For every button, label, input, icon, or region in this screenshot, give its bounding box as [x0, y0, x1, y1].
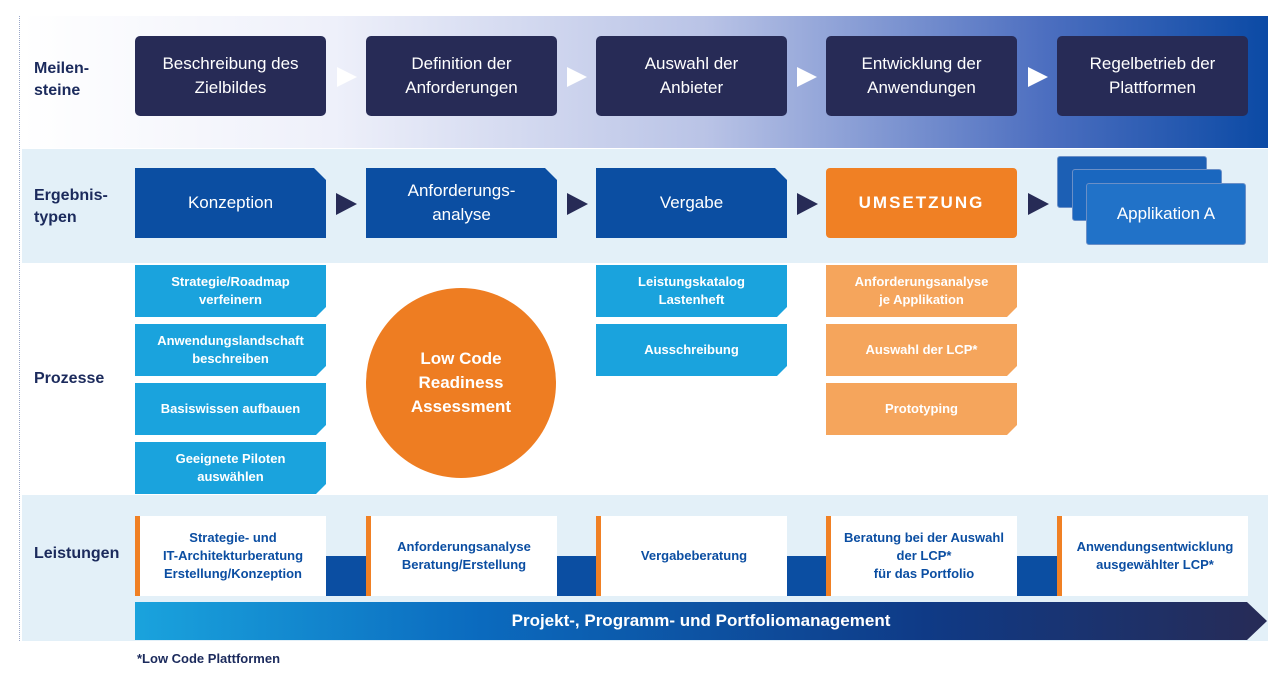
arrow-right-icon — [567, 67, 587, 87]
milestone-box: Regelbetrieb der Plattformen — [1057, 36, 1248, 116]
service-connector — [326, 556, 366, 596]
milestone-box: Entwicklung der Anwendungen — [826, 36, 1017, 116]
result-type-box: Vergabe — [596, 168, 787, 238]
row-label-processes: Prozesse — [34, 370, 105, 387]
application-card-front: Applikation A — [1086, 183, 1246, 245]
row-label-services: Leistungen — [34, 545, 120, 562]
arrow-right-icon — [797, 193, 818, 215]
result-type-box: Anforderungs- analyse — [366, 168, 557, 238]
process-box: Anwendungslandschaft beschreiben — [135, 324, 326, 376]
milestone-box: Beschreibung des Zielbildes — [135, 36, 326, 116]
service-box: Strategie- und IT-Architekturberatung Er… — [135, 516, 326, 596]
left-dotted-line — [19, 16, 20, 641]
process-box-orange: Auswahl der LCP* — [826, 324, 1017, 376]
row-label-result-types: Ergebnis- typen — [34, 187, 108, 226]
process-box-orange: Prototyping — [826, 383, 1017, 435]
service-box: Anwendungsentwicklung ausgewählter LCP* — [1057, 516, 1248, 596]
process-box: Leistungskatalog Lastenheft — [596, 265, 787, 317]
result-type-box: Konzeption — [135, 168, 326, 238]
arrow-right-icon — [567, 193, 588, 215]
arrow-right-icon — [797, 67, 817, 87]
footnote: *Low Code Plattformen — [137, 651, 281, 666]
service-box: Vergabeberatung — [596, 516, 787, 596]
arrow-right-icon — [336, 193, 357, 215]
process-box: Geeignete Piloten auswählen — [135, 442, 326, 494]
service-box: Anforderungsanalyse Beratung/Erstellung — [366, 516, 557, 596]
readiness-assessment-circle: Low Code Readiness Assessment — [366, 288, 556, 478]
row-label-milestones: Meilen- steine — [34, 60, 90, 99]
service-box: Beratung bei der Auswahl der LCP* für da… — [826, 516, 1017, 596]
process-box-orange: Anforderungsanalyse je Applikation — [826, 265, 1017, 317]
service-connector — [1017, 556, 1057, 596]
service-connector — [557, 556, 596, 596]
arrow-right-icon — [1028, 193, 1049, 215]
management-arrow-bar: Projekt-, Programm- und Portfoliomanagem… — [135, 602, 1267, 640]
arrow-right-icon — [337, 67, 357, 87]
result-type-box-umsetzung: UMSETZUNG — [826, 168, 1017, 238]
arrow-right-icon — [1028, 67, 1048, 87]
milestone-box: Auswahl der Anbieter — [596, 36, 787, 116]
milestone-box: Definition der Anforderungen — [366, 36, 557, 116]
process-box: Ausschreibung — [596, 324, 787, 376]
service-connector — [787, 556, 826, 596]
process-box: Strategie/Roadmap verfeinern — [135, 265, 326, 317]
process-box: Basiswissen aufbauen — [135, 383, 326, 435]
